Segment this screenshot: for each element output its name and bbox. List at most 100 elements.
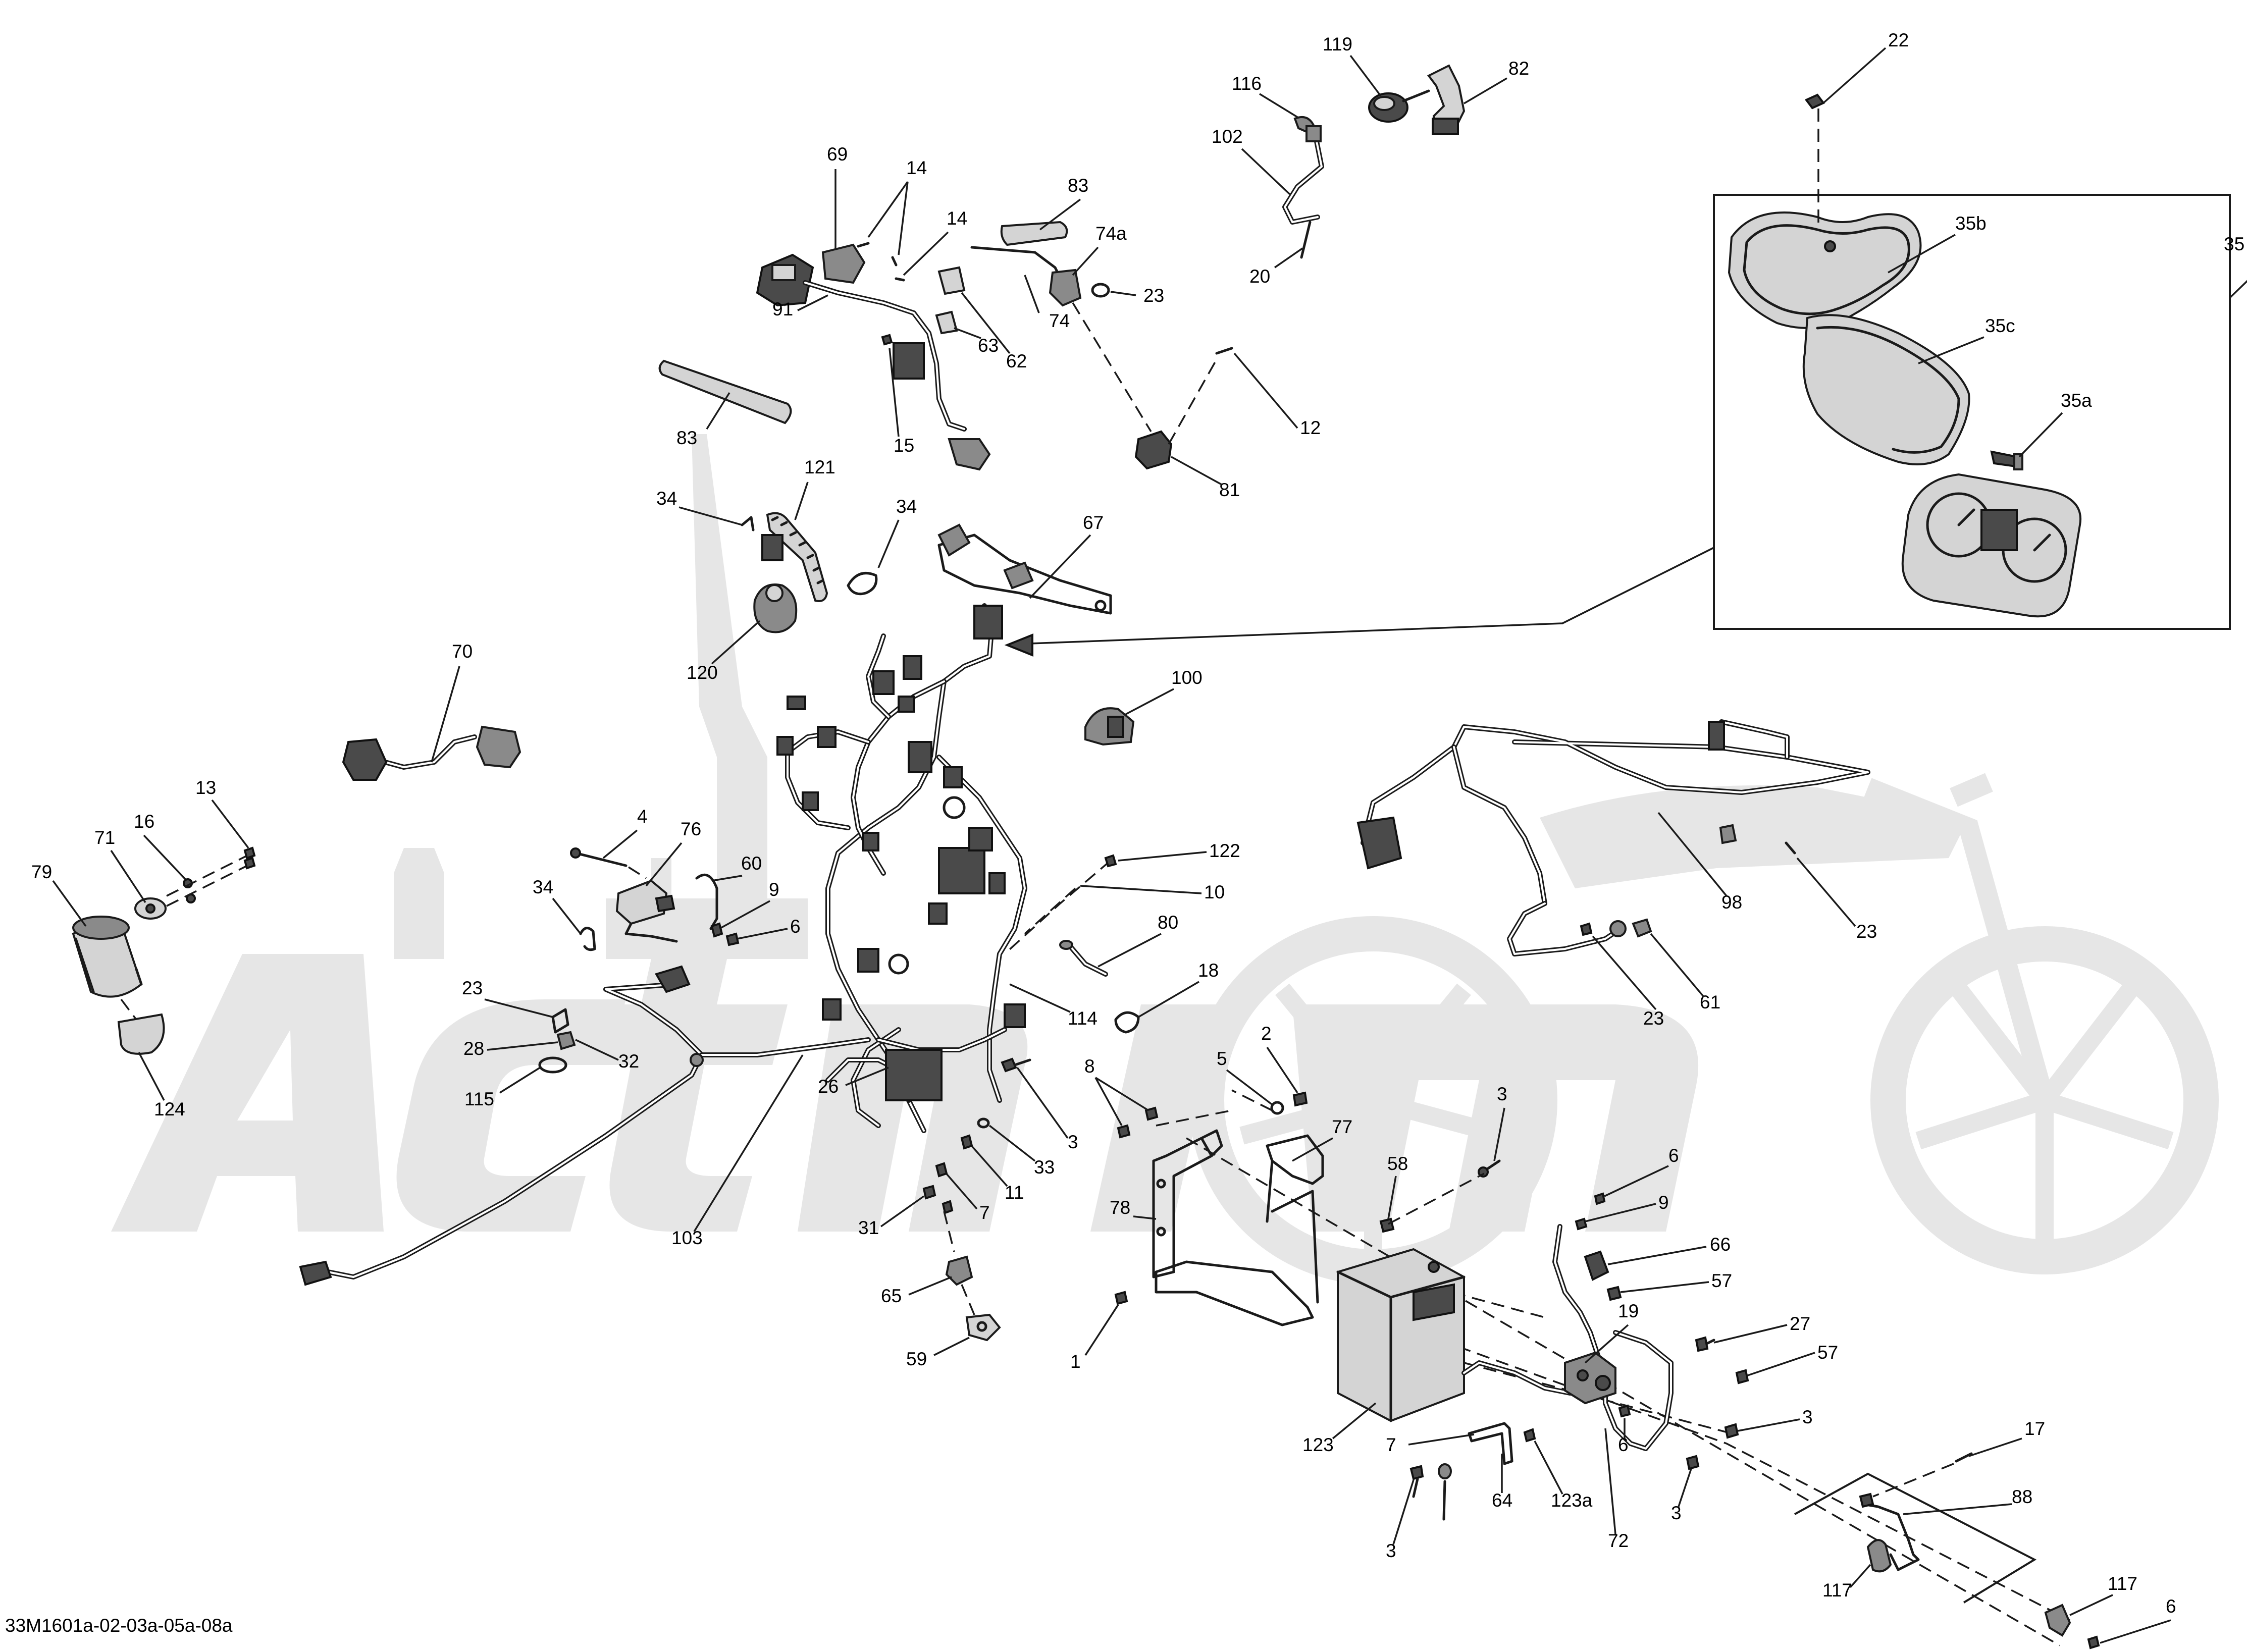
callout-82: 82 bbox=[1508, 58, 1529, 79]
callout-16: 16 bbox=[134, 811, 154, 832]
nut-57-lower bbox=[1735, 1369, 1749, 1384]
callout-32: 32 bbox=[618, 1051, 639, 1072]
fastener-31 bbox=[922, 1185, 936, 1200]
callout-58: 58 bbox=[1387, 1153, 1408, 1174]
callout-33a: 33 bbox=[1034, 1157, 1055, 1178]
wiring-102 bbox=[1282, 125, 1324, 225]
bracket-64 bbox=[1468, 1422, 1513, 1465]
callout-74a: 74a bbox=[1095, 223, 1127, 244]
tray-78 bbox=[1152, 1129, 1319, 1326]
main-harness-114 bbox=[776, 603, 1027, 1133]
bezel-35b bbox=[1728, 211, 1922, 329]
harness-98 bbox=[1356, 719, 1870, 956]
callout-117a: 117 bbox=[1822, 1580, 1852, 1601]
ignition-switch-119 bbox=[1368, 89, 1430, 123]
bolt-4 bbox=[570, 847, 628, 867]
callout-116: 116 bbox=[1232, 73, 1262, 94]
callout-7a: 7 bbox=[979, 1202, 990, 1223]
screw-6-lower bbox=[2087, 1635, 2100, 1649]
battery-123 bbox=[1336, 1248, 1466, 1422]
wire-harness-91 bbox=[803, 280, 991, 471]
solenoid-19 bbox=[1564, 1351, 1616, 1405]
callout-71: 71 bbox=[94, 827, 115, 848]
callout-34c: 34 bbox=[533, 877, 553, 897]
coil-cord-121 bbox=[761, 512, 828, 602]
callout-123: 123 bbox=[1302, 1434, 1334, 1455]
callout-23a: 23 bbox=[1143, 285, 1164, 306]
clip-34-a bbox=[741, 516, 755, 531]
callout-22: 22 bbox=[1888, 30, 1909, 50]
bracket-82 bbox=[1427, 64, 1466, 135]
callout-1: 1 bbox=[1070, 1351, 1081, 1372]
callout-35c: 35c bbox=[1985, 315, 2015, 336]
callout-3d: 3 bbox=[1671, 1503, 1682, 1523]
screw-122 bbox=[1104, 854, 1117, 868]
washer-33 bbox=[977, 1117, 990, 1129]
callout-91: 91 bbox=[772, 299, 793, 319]
callout-12: 12 bbox=[1300, 417, 1321, 438]
fastener-23-lower bbox=[1580, 922, 1593, 936]
connector-62 bbox=[937, 266, 966, 295]
lens-35c bbox=[1802, 314, 1970, 465]
tether-switch-120 bbox=[753, 583, 798, 633]
boot-74a bbox=[1049, 269, 1082, 307]
callout-120: 120 bbox=[687, 662, 718, 683]
hose-60 bbox=[695, 873, 718, 930]
callout-4: 4 bbox=[637, 806, 648, 827]
nut-3-mid bbox=[1001, 1057, 1031, 1073]
callout-23d: 23 bbox=[1643, 1008, 1664, 1029]
instrument-cluster bbox=[1901, 473, 2082, 618]
callout-60: 60 bbox=[741, 853, 762, 874]
callout-80: 80 bbox=[1158, 912, 1178, 933]
screw-123a bbox=[1523, 1428, 1536, 1443]
callout-26: 26 bbox=[818, 1076, 839, 1097]
bolt-3-right bbox=[1724, 1423, 1739, 1439]
callout-6c: 6 bbox=[1668, 1145, 1679, 1166]
washer-9 bbox=[1575, 1217, 1588, 1231]
clip-34-c bbox=[579, 927, 596, 951]
callout-83a: 83 bbox=[1068, 175, 1088, 196]
callout-122: 122 bbox=[1209, 840, 1240, 861]
callout-14b: 14 bbox=[947, 208, 967, 229]
callout-121: 121 bbox=[804, 457, 835, 477]
clamp-18 bbox=[1114, 1011, 1140, 1034]
bracket-77 bbox=[1266, 1134, 1324, 1223]
callout-88: 88 bbox=[2012, 1486, 2032, 1507]
bolt-27 bbox=[1695, 1336, 1715, 1352]
connector-100 bbox=[1084, 707, 1135, 746]
callout-76: 76 bbox=[681, 819, 701, 839]
screw-2 bbox=[1292, 1091, 1308, 1107]
nuts-8 bbox=[1117, 1106, 1159, 1139]
connector-63 bbox=[935, 310, 958, 335]
cap-71 bbox=[134, 897, 167, 920]
capacitor-79 bbox=[72, 916, 143, 998]
bolt-3-bottom bbox=[1409, 1465, 1424, 1498]
callout-35a: 35a bbox=[2061, 390, 2092, 411]
callout-34b: 34 bbox=[896, 496, 917, 517]
callout-77: 77 bbox=[1332, 1116, 1352, 1137]
callout-74: 74 bbox=[1049, 310, 1070, 331]
callout-3b: 3 bbox=[1497, 1084, 1507, 1104]
callout-6a: 6 bbox=[790, 916, 801, 937]
clip-34-b bbox=[847, 572, 878, 596]
callout-31: 31 bbox=[858, 1217, 879, 1238]
callout-10: 10 bbox=[1204, 882, 1225, 902]
callout-66: 66 bbox=[1710, 1234, 1731, 1255]
callout-79: 79 bbox=[31, 862, 52, 882]
ring-23-top bbox=[1091, 283, 1110, 298]
gauge-cluster-inset: 35b 35c 35a bbox=[1713, 194, 2247, 630]
callout-23c: 23 bbox=[1856, 921, 1877, 942]
sensor-wire-103 bbox=[299, 965, 871, 1286]
sensor-117-left bbox=[1866, 1539, 1892, 1573]
grommet-81 bbox=[1134, 430, 1173, 470]
callout-83b: 83 bbox=[676, 428, 697, 448]
harness-70 bbox=[342, 725, 521, 781]
callout-117b: 117 bbox=[2108, 1573, 2137, 1594]
pin-12 bbox=[1215, 347, 1233, 355]
callout-102: 102 bbox=[1212, 126, 1243, 147]
callout-2: 2 bbox=[1261, 1023, 1272, 1044]
callout-11: 11 bbox=[1005, 1182, 1024, 1203]
fitting-right bbox=[1719, 824, 1737, 844]
callout-9b: 9 bbox=[1658, 1192, 1669, 1213]
